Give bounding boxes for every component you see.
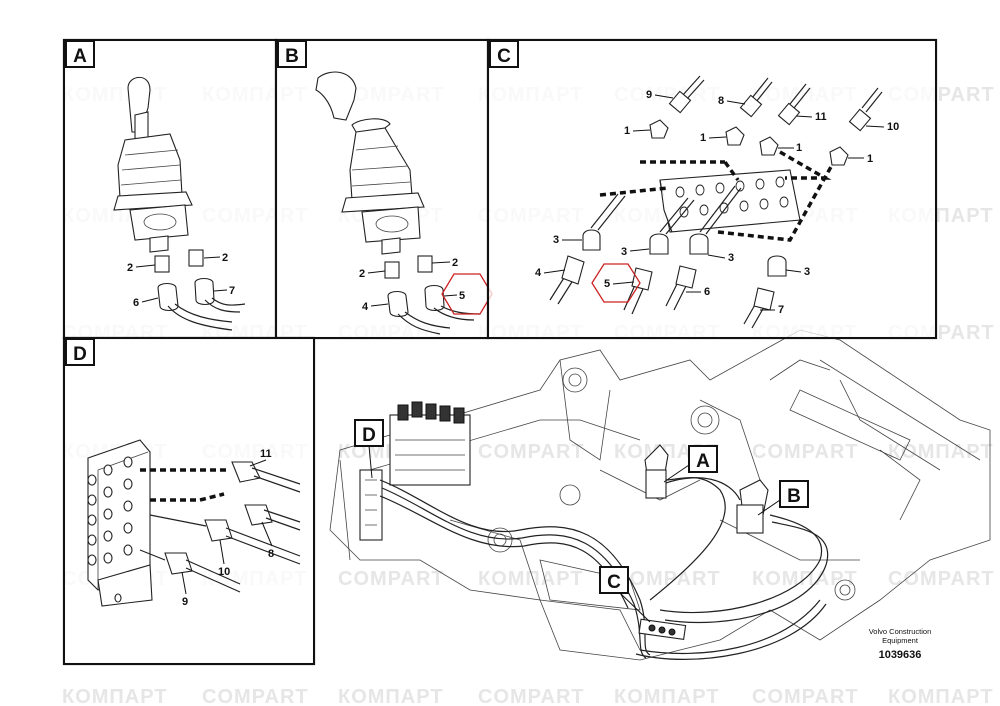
brand-line-2: Equipment — [882, 636, 919, 645]
watermark-text: КОМПАРТ — [888, 686, 994, 706]
left-joystick-small — [644, 444, 669, 499]
watermark-text: COMPART — [614, 568, 721, 590]
panel-a-letter: A — [73, 46, 87, 67]
callout-c-4: 4 — [535, 267, 542, 279]
panel-b-letter: B — [285, 46, 299, 67]
right-joystick-small — [736, 479, 769, 534]
fittings-a — [154, 249, 246, 331]
main-hose-routing — [379, 476, 829, 660]
main-assembly-view: D A B C Volvo Construction Equipment 103… — [329, 329, 991, 661]
dashed-route-3 — [599, 186, 669, 197]
location-label-b: B — [757, 480, 809, 516]
callout-b-2-right: 2 — [452, 257, 458, 269]
location-label-a-text: A — [696, 451, 710, 472]
callout-c-11: 11 — [815, 111, 827, 123]
callout-a-6: 6 — [133, 297, 139, 309]
highlight-hexagon-c — [591, 263, 641, 303]
watermark-text: COMPART — [752, 441, 859, 463]
callout-d-9: 9 — [182, 596, 188, 608]
callout-b-5: 5 — [459, 290, 465, 302]
highlight-hexagon-b — [441, 273, 493, 315]
hoses-d — [139, 461, 301, 593]
callout-c-3-a: 3 — [553, 234, 559, 246]
callouts-b: 2 2 4 5 — [359, 257, 465, 313]
watermark-text: COMPART — [478, 441, 585, 463]
callout-c-3-d: 3 — [804, 266, 810, 278]
watermark-text: COMPART — [338, 568, 445, 590]
watermark-text: COMPART — [752, 686, 859, 706]
brand-line-1: Volvo Construction — [869, 627, 932, 636]
callouts-c: 9 8 11 10 1 1 1 1 3 3 3 3 4 5 — [535, 89, 899, 316]
watermark-text: КОМПАРТ — [338, 686, 444, 706]
location-label-b-text: B — [787, 486, 801, 507]
watermark-text: COMPART — [478, 686, 585, 706]
panel-d-letter: D — [73, 344, 87, 365]
control-valve-block — [359, 401, 471, 541]
joystick-a — [113, 76, 193, 253]
callout-d-8: 8 — [268, 548, 274, 560]
callouts-a: 2 2 6 7 — [127, 252, 235, 309]
bulkhead-plate — [659, 169, 801, 233]
watermark-text: COMPART — [202, 686, 309, 706]
watermark-text: КОМПАРТ — [478, 568, 584, 590]
callout-a-7: 7 — [229, 285, 235, 297]
dashed-route-1 — [640, 160, 740, 182]
callout-a-2-right: 2 — [222, 252, 228, 264]
detail-panel-d: D — [62, 336, 316, 666]
location-label-d: D — [354, 419, 384, 479]
callout-c-1-c: 1 — [796, 142, 802, 154]
callout-c-5: 5 — [604, 278, 610, 290]
watermark-text: КОМПАРТ — [614, 686, 720, 706]
bulkhead-plate-small — [638, 618, 687, 641]
lower-hoses-c — [549, 185, 787, 329]
location-label-a: A — [663, 445, 718, 483]
manifold-block-d — [87, 439, 153, 607]
dashed-route-d-2 — [150, 492, 225, 502]
callout-c-6: 6 — [704, 286, 710, 298]
callout-c-1-d: 1 — [867, 153, 873, 165]
detail-panel-a: A 2 2 6 — [62, 38, 278, 340]
callout-c-1-b: 1 — [700, 132, 706, 144]
detail-panel-c: C — [486, 38, 938, 340]
callout-c-8: 8 — [718, 95, 724, 107]
callout-c-3-b: 3 — [621, 246, 627, 258]
watermark-text: КОМПАРТ — [888, 441, 994, 463]
fittings-b — [384, 255, 481, 335]
location-label-c: C — [599, 566, 651, 623]
callouts-d: 11 8 10 9 — [181, 448, 274, 608]
document-number: 1039636 — [879, 649, 922, 661]
panel-c-letter: C — [497, 46, 511, 67]
callout-b-4: 4 — [362, 301, 369, 313]
upper-hoses-c — [649, 75, 883, 166]
callout-c-3-c: 3 — [728, 252, 734, 264]
callout-d-10: 10 — [218, 566, 230, 578]
dashed-route-4 — [717, 164, 834, 242]
joystick-b — [315, 71, 425, 255]
detail-panel-b: B 2 2 4 — [274, 38, 493, 340]
callout-c-9: 9 — [646, 89, 652, 101]
watermark-text: КОМПАРТ — [62, 686, 168, 706]
callout-c-10: 10 — [887, 121, 899, 133]
callout-c-7: 7 — [778, 304, 784, 316]
callout-a-2-left: 2 — [127, 262, 133, 274]
location-label-c-text: C — [607, 572, 621, 593]
location-label-d-text: D — [362, 425, 376, 446]
callout-d-11: 11 — [260, 448, 272, 460]
callout-b-2-left: 2 — [359, 268, 365, 280]
watermark-text: COMPART — [888, 568, 995, 590]
callout-c-1-a: 1 — [624, 125, 630, 137]
